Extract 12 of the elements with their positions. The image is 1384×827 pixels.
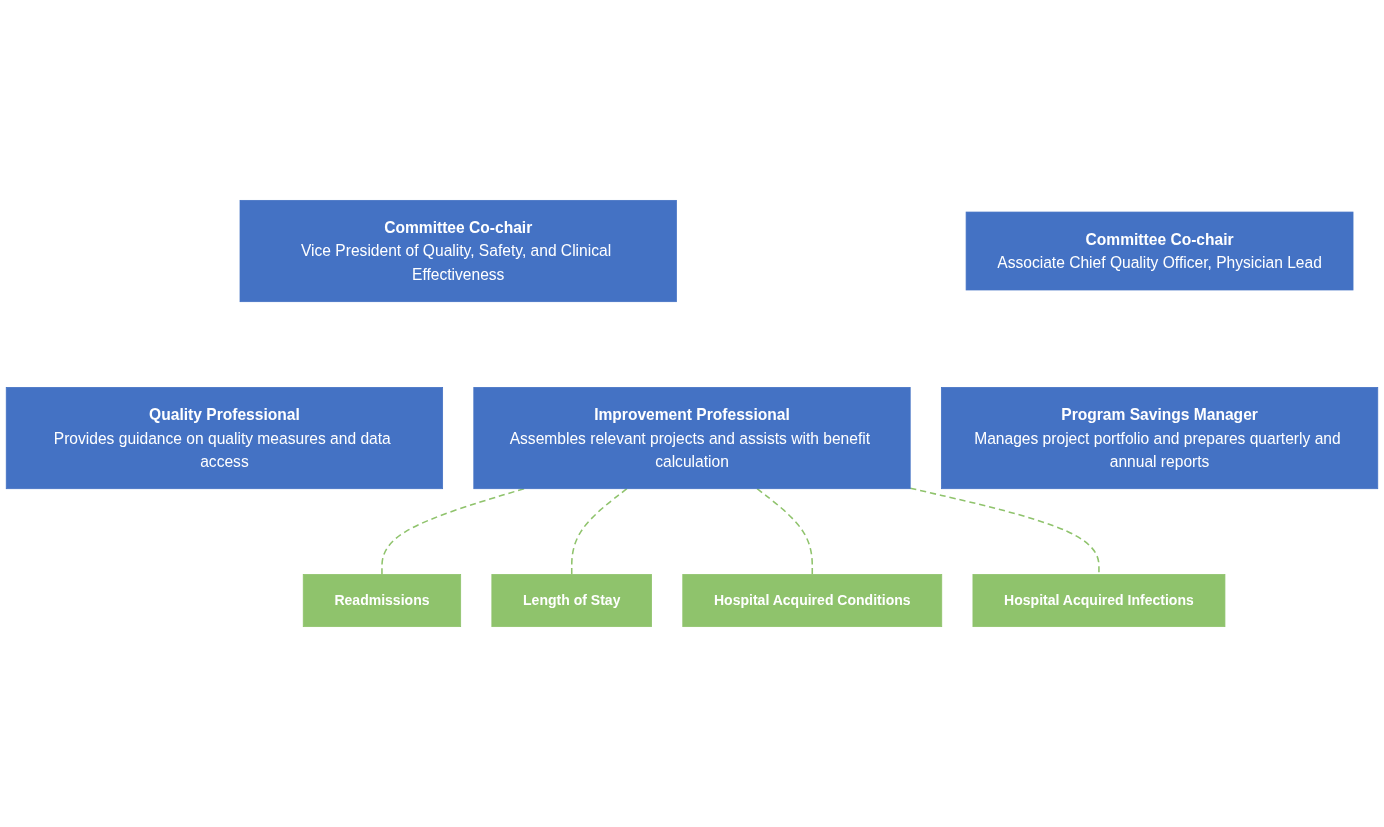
- connector: [381, 487, 525, 576]
- connector: [756, 487, 814, 576]
- node-box: [682, 574, 943, 627]
- node-box: [239, 200, 677, 303]
- node-box: [473, 387, 911, 490]
- node-box: [941, 387, 1379, 490]
- connector: [570, 487, 628, 576]
- node-box: [965, 211, 1354, 291]
- node-box: [972, 574, 1226, 627]
- node-box: [302, 574, 462, 627]
- node-box: [491, 574, 652, 627]
- node-box: [5, 387, 443, 490]
